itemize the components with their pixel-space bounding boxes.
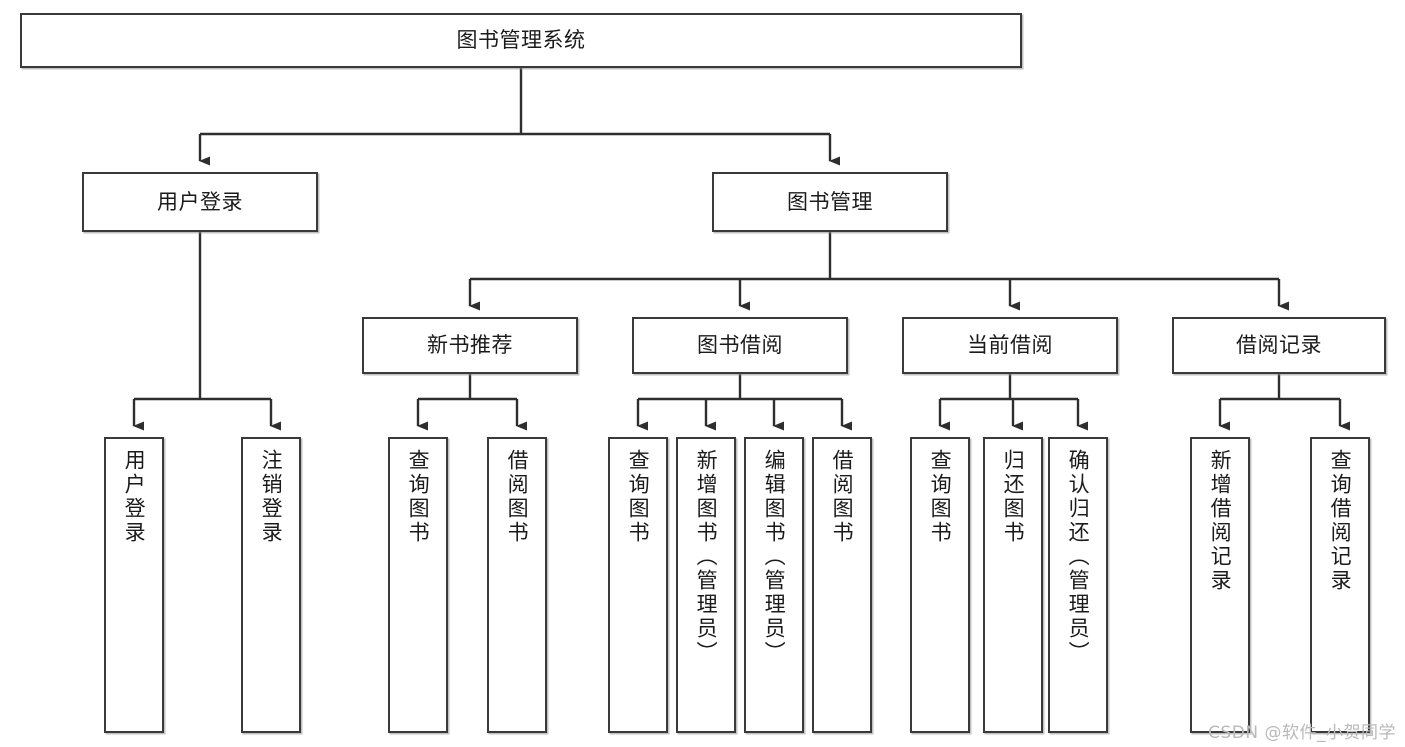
leaf-add-borrow-record-label: 新增借阅记录 xyxy=(1208,449,1233,593)
leaf-query-book-1-label: 查询图书 xyxy=(406,449,431,545)
leaf-user-login-label: 用户登录 xyxy=(122,449,147,545)
leaf-query-book-2[interactable]: 查询图书 xyxy=(608,437,668,733)
leaf-query-borrow-record-label: 查询借阅记录 xyxy=(1328,449,1353,593)
leaf-query-book-1[interactable]: 查询图书 xyxy=(388,437,448,733)
leaf-return-book[interactable]: 归还图书 xyxy=(983,437,1043,733)
node-user-login[interactable]: 用户登录 xyxy=(82,172,318,232)
leaf-add-borrow-record[interactable]: 新增借阅记录 xyxy=(1190,437,1250,733)
leaf-query-borrow-record[interactable]: 查询借阅记录 xyxy=(1310,437,1370,733)
leaf-query-book-3[interactable]: 查询图书 xyxy=(910,437,970,733)
leaf-edit-book-label: 编辑图书（管理员） xyxy=(762,449,787,665)
leaf-borrow-book-1-label: 借阅图书 xyxy=(505,449,530,545)
node-book-management-label: 图书管理 xyxy=(787,189,873,214)
leaf-borrow-book-1[interactable]: 借阅图书 xyxy=(487,437,547,733)
node-current-borrowing-label: 当前借阅 xyxy=(967,333,1053,358)
leaf-user-login[interactable]: 用户登录 xyxy=(104,437,164,733)
leaf-add-book-label: 新增图书（管理员） xyxy=(694,449,719,665)
node-root[interactable]: 图书管理系统 xyxy=(20,13,1022,68)
leaf-add-book[interactable]: 新增图书（管理员） xyxy=(676,437,736,733)
leaf-query-book-3-label: 查询图书 xyxy=(928,449,953,545)
leaf-return-book-label: 归还图书 xyxy=(1001,449,1026,545)
node-book-management[interactable]: 图书管理 xyxy=(712,172,948,232)
node-borrowing-records[interactable]: 借阅记录 xyxy=(1172,317,1386,374)
node-user-login-label: 用户登录 xyxy=(157,189,243,214)
node-new-book-recommendation[interactable]: 新书推荐 xyxy=(362,317,578,374)
leaf-confirm-return[interactable]: 确认归还（管理员） xyxy=(1048,437,1108,733)
node-new-book-recommendation-label: 新书推荐 xyxy=(427,333,513,358)
node-book-borrowing[interactable]: 图书借阅 xyxy=(632,317,848,374)
leaf-logout-label: 注销登录 xyxy=(259,449,284,545)
leaf-logout[interactable]: 注销登录 xyxy=(241,437,301,733)
leaf-borrow-book-2[interactable]: 借阅图书 xyxy=(812,437,872,733)
node-borrowing-records-label: 借阅记录 xyxy=(1236,333,1322,358)
leaf-confirm-return-label: 确认归还（管理员） xyxy=(1066,449,1091,665)
leaf-query-book-2-label: 查询图书 xyxy=(626,449,651,545)
node-current-borrowing[interactable]: 当前借阅 xyxy=(902,317,1118,374)
edge-group xyxy=(132,68,1350,431)
node-book-borrowing-label: 图书借阅 xyxy=(697,333,783,358)
leaf-edit-book[interactable]: 编辑图书（管理员） xyxy=(744,437,804,733)
leaf-borrow-book-2-label: 借阅图书 xyxy=(830,449,855,545)
node-root-label: 图书管理系统 xyxy=(456,28,586,53)
